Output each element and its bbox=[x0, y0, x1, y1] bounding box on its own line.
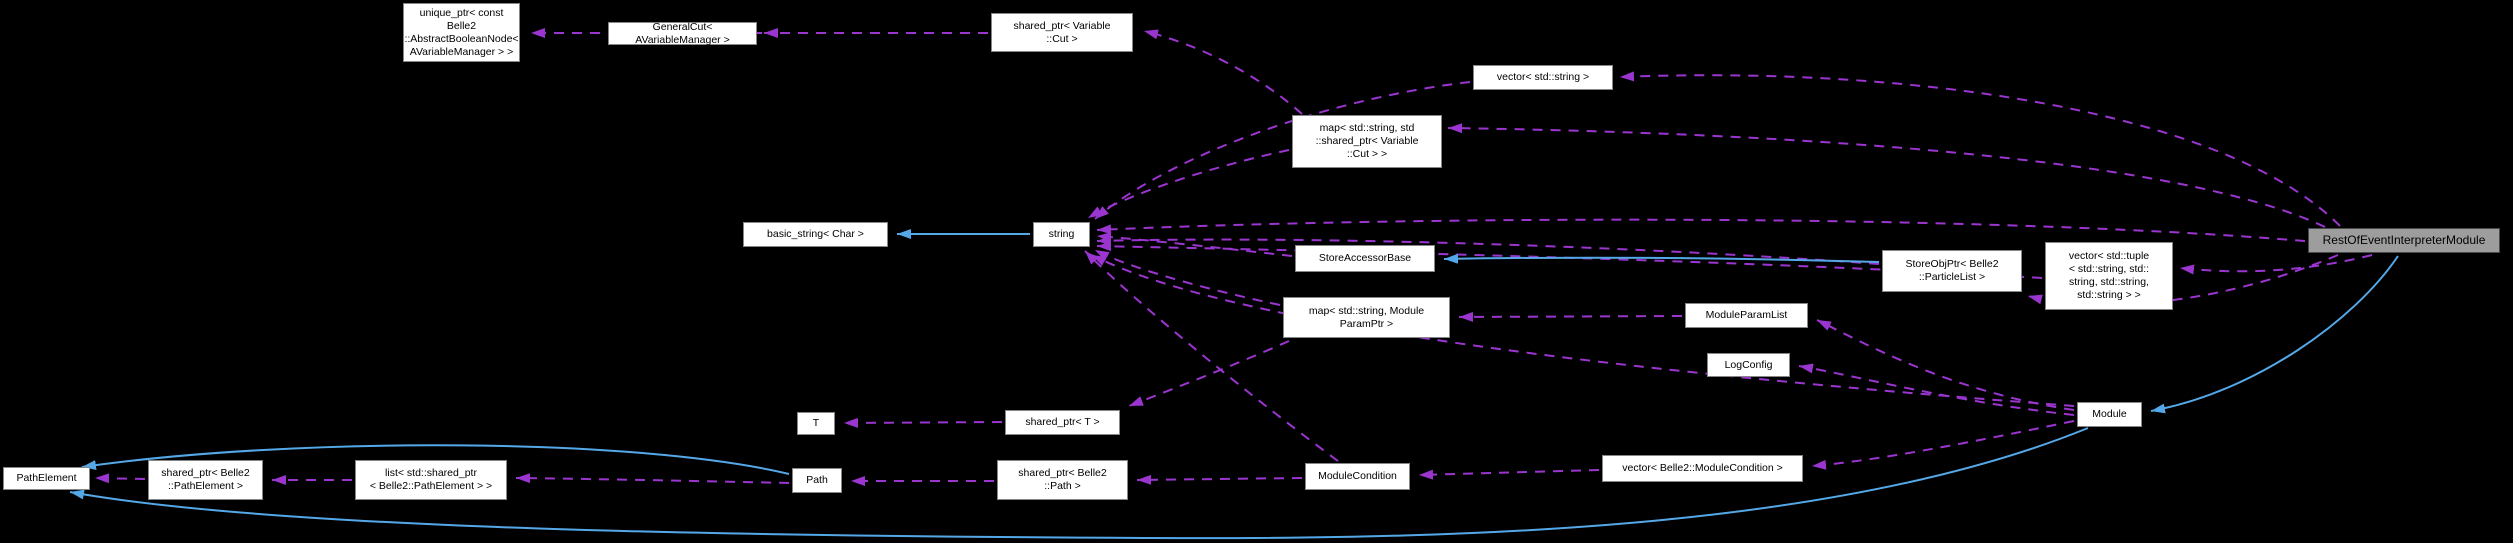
edge-module-condition-to-string bbox=[1084, 250, 1339, 462]
node-vector-std-string[interactable]: vector< std::string > bbox=[1473, 65, 1613, 90]
node-rest-of-event-interpreter-module[interactable]: RestOfEventInterpreterModule bbox=[2308, 228, 2500, 253]
edge-shared-ptr-path-element-to-path-element bbox=[94, 473, 146, 484]
node-module-param-list[interactable]: ModuleParamList bbox=[1685, 303, 1808, 328]
edge-rest-of-event-interpreter-module-to-vector-std-tuple bbox=[2179, 254, 2373, 275]
node-store-accessor-base[interactable]: StoreAccessorBase bbox=[1295, 245, 1435, 272]
edge-module-param-list-to-map-string-module-param-ptr bbox=[1458, 311, 1683, 322]
node-path-element[interactable]: PathElement bbox=[3, 467, 90, 490]
node-general-cut[interactable]: GeneralCut< AVariableManager > bbox=[608, 21, 757, 46]
edge-map-string-module-param-ptr-to-string bbox=[1094, 249, 1281, 306]
edge-module-to-path-element bbox=[69, 427, 2089, 540]
node-string[interactable]: string bbox=[1033, 222, 1090, 247]
edge-rest-of-event-interpreter-module-to-vector-std-string bbox=[1619, 71, 2341, 227]
node-shared-ptr-path-element[interactable]: shared_ptr< Belle2 ::PathElement > bbox=[148, 460, 263, 500]
edge-vector-belle2-module-condition-to-module-condition bbox=[1418, 469, 1600, 480]
node-list-shared-ptr-path-element[interactable]: list< std::shared_ptr < Belle2::PathElem… bbox=[355, 460, 507, 500]
node-shared-ptr-t[interactable]: shared_ptr< T > bbox=[1005, 410, 1120, 435]
edge-path-to-path-element bbox=[81, 444, 790, 475]
edge-map-string-shared-ptr-variable-cut-to-shared-ptr-variable-cut bbox=[1143, 29, 1303, 115]
node-store-obj-ptr-particle-list[interactable]: StoreObjPtr< Belle2 ::ParticleList > bbox=[1882, 250, 2022, 292]
edge-vector-std-string-to-string bbox=[1094, 81, 1471, 220]
edge-path-to-list-shared-ptr-path-element bbox=[515, 473, 790, 484]
node-vector-belle2-module-condition[interactable]: vector< Belle2::ModuleCondition > bbox=[1602, 455, 1803, 482]
edge-module-to-log-config bbox=[1798, 363, 2075, 416]
node-map-string-module-param-ptr[interactable]: map< std::string, Module ParamPtr > bbox=[1283, 297, 1450, 338]
edge-rest-of-event-interpreter-module-to-string bbox=[1096, 218, 2306, 242]
node-path[interactable]: Path bbox=[792, 468, 842, 493]
edge-store-obj-ptr-particle-list-to-store-accessor-base bbox=[1443, 253, 1880, 264]
node-shared-ptr-belle2-path[interactable]: shared_ptr< Belle2 ::Path > bbox=[997, 460, 1128, 500]
node-unique-ptr-abstract-boolean-node[interactable]: unique_ptr< const Belle2 ::AbstractBoole… bbox=[403, 3, 520, 62]
edge-rest-of-event-interpreter-module-to-module bbox=[2150, 255, 2399, 414]
node-log-config[interactable]: LogConfig bbox=[1707, 353, 1790, 377]
edge-map-string-shared-ptr-variable-cut-to-string bbox=[1087, 149, 1290, 219]
edge-store-accessor-base-to-string bbox=[1096, 232, 1293, 257]
node-basic-string-char[interactable]: basic_string< Char > bbox=[743, 222, 888, 247]
node-t[interactable]: T bbox=[797, 412, 835, 435]
node-map-string-shared-ptr-variable-cut[interactable]: map< std::string, std ::shared_ptr< Vari… bbox=[1292, 115, 1442, 168]
edge-module-to-vector-belle2-module-condition bbox=[1811, 420, 2075, 470]
edge-module-to-module-param-list bbox=[1816, 319, 2075, 411]
node-vector-std-tuple[interactable]: vector< std::tuple < std::string, std:: … bbox=[2045, 242, 2173, 310]
node-shared-ptr-variable-cut[interactable]: shared_ptr< Variable ::Cut > bbox=[991, 13, 1133, 52]
edge-store-obj-ptr-particle-list-to-string bbox=[1096, 235, 1880, 265]
node-module-condition[interactable]: ModuleCondition bbox=[1305, 463, 1410, 490]
edge-shared-ptr-t-to-t bbox=[843, 417, 1003, 428]
node-module[interactable]: Module bbox=[2077, 402, 2142, 427]
edge-module-condition-to-shared-ptr-belle2-path bbox=[1136, 474, 1303, 485]
edge-module-to-string bbox=[1091, 254, 2075, 407]
edge-rest-of-event-interpreter-module-to-map-string-shared-ptr-variable-cut bbox=[1447, 123, 2326, 228]
edge-map-string-module-param-ptr-to-shared-ptr-t bbox=[1128, 340, 1290, 407]
